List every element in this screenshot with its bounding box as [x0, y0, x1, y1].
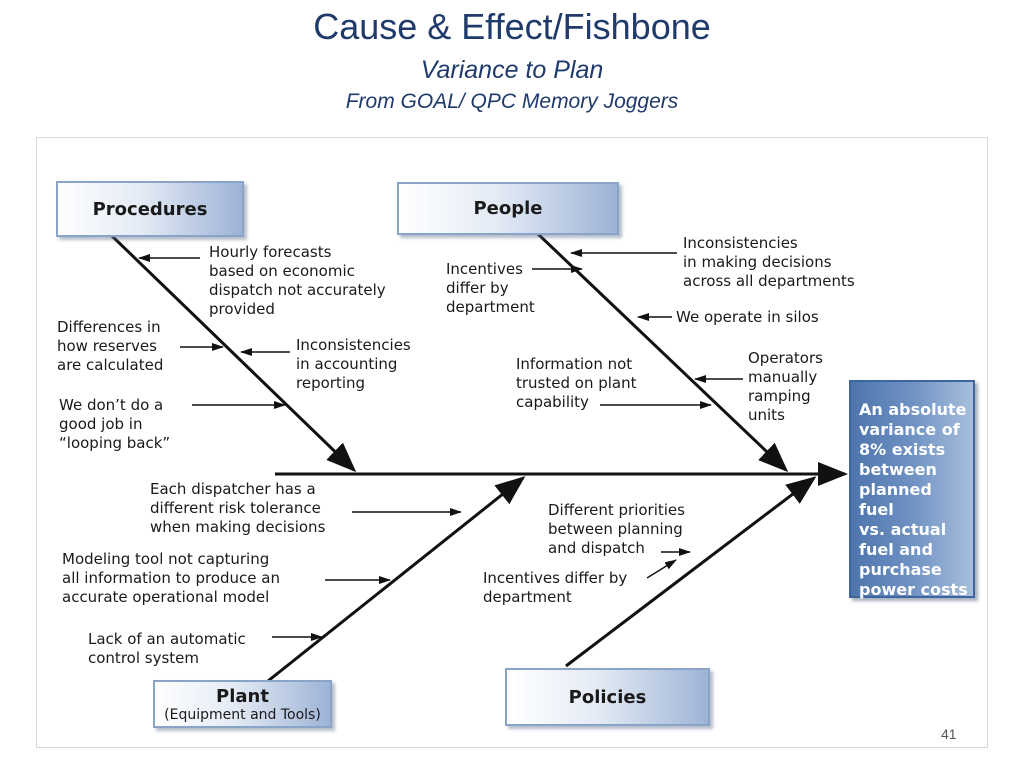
- cause-policies-incentives: Incentives differ by department: [483, 569, 628, 606]
- cause-modeling-tool: Modeling tool not capturing all informat…: [62, 550, 280, 606]
- cause-silos: We operate in silos: [676, 308, 819, 326]
- category-policies-label: Policies: [568, 686, 647, 708]
- category-procedures: Procedures: [56, 181, 244, 237]
- category-plant: Plant (Equipment and Tools): [153, 680, 332, 728]
- cause-looping-back: We don’t do a good job in “looping back”: [59, 396, 171, 452]
- cause-operators-ramping: Operators manually ramping units: [748, 349, 823, 424]
- cause-people-incentives: Incentives differ by department: [446, 260, 535, 316]
- bone-people: [536, 232, 789, 473]
- bone-procedures: [110, 234, 357, 473]
- cause-different-priorities: Different priorities between planning an…: [548, 501, 685, 557]
- cause-dispatcher-risk: Each dispatcher has a different risk tol…: [150, 480, 326, 536]
- slide-number: 41: [941, 726, 957, 742]
- slide-subtitle: Variance to Plan: [420, 56, 604, 84]
- slide-source: From GOAL/ QPC Memory Joggers: [345, 90, 679, 113]
- category-people-label: People: [473, 198, 543, 219]
- bone-policies: [565, 476, 817, 668]
- cause-reserves-calculation: Differences in how reserves are calculat…: [57, 318, 164, 374]
- category-people: People: [397, 182, 619, 235]
- effect-box: An absolute variance of 8% exists betwee…: [849, 380, 975, 599]
- category-plant-label: Plant: [216, 685, 269, 707]
- category-policies: Policies: [505, 668, 710, 726]
- cause-information-not-trusted: Information not trusted on plant capabil…: [516, 355, 637, 411]
- slide-title: Cause & Effect/Fishbone: [313, 6, 711, 47]
- category-plant-sublabel: (Equipment and Tools): [164, 706, 321, 723]
- arrow-policies-incentives: [646, 559, 677, 579]
- cause-inconsistent-decisions: Inconsistencies in making decisions acro…: [683, 234, 855, 290]
- cause-accounting-reporting: Inconsistencies in accounting reporting: [296, 336, 411, 392]
- bone-plant: [267, 476, 526, 683]
- category-procedures-label: Procedures: [92, 198, 208, 220]
- fishbone-diagram-frame: [36, 137, 988, 748]
- cause-hourly-forecasts: Hourly forecasts based on economic dispa…: [209, 243, 386, 318]
- cause-automatic-control: Lack of an automatic control system: [88, 630, 246, 667]
